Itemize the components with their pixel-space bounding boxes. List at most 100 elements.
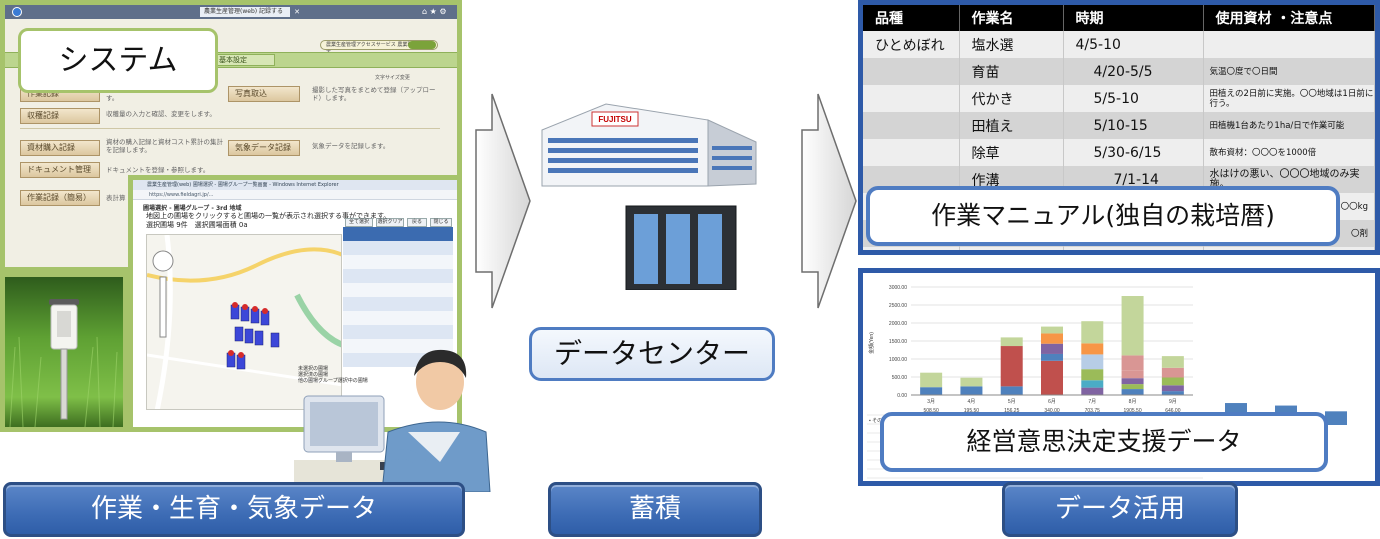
arrow-right: [801, 93, 857, 309]
cell-variety: [863, 85, 960, 112]
chart-bar-segment: [920, 387, 943, 395]
chart-x-tick: 5月: [1008, 399, 1016, 405]
cell-task: 除草: [959, 139, 1064, 166]
browser-tab: 農業生産管理(web) 記録する: [200, 7, 290, 17]
window-row: [548, 138, 698, 143]
field-marker: [252, 306, 258, 312]
map-info-text: 地図上の圃場をクリックすると圃場の一覧が表示され選択する事ができます。: [146, 212, 391, 220]
cell-variety: [863, 58, 960, 85]
map-close-button: 閉じる: [430, 218, 452, 227]
fujitsu-sign-box: [591, 111, 639, 127]
chart-bar-segment: [1041, 333, 1063, 344]
map-select-all-button: 全て選択: [345, 218, 373, 227]
chart-bar-segment: [1041, 353, 1063, 361]
chart-total-label: 156.25: [1004, 408, 1020, 414]
cell-task: 育苗: [959, 58, 1064, 85]
chart-y-label: 金額(Yen): [868, 332, 875, 354]
operator-hair: [414, 349, 467, 378]
chart-x-tick: 7月: [1088, 399, 1096, 405]
field-marker: [262, 308, 268, 314]
green-menu-tag: 基本設定: [215, 54, 275, 66]
map-legend: 未選択の圃場 選択済の圃場 他の圃場グループ選択中の圃場: [298, 366, 398, 396]
chart-bar-segment: [960, 386, 983, 395]
cell-note: 散布資材：〇〇〇を1000倍: [1203, 139, 1375, 166]
map-zoom-slider: [159, 276, 167, 338]
chart-bar-segment: [1081, 354, 1104, 370]
map-button-row: 全て選択 選択クリア 戻る 閉じる: [345, 218, 453, 228]
cell-note: 000: [1203, 247, 1375, 250]
chart-total-label: 646.00: [1165, 408, 1181, 414]
operator-graphic: [294, 349, 491, 493]
cell-period: 5/30-6/15: [1063, 139, 1204, 166]
chart-bar-segment: [1041, 343, 1063, 354]
table-row: 除草 5/30-6/15 散布資材：〇〇〇を1000倍: [863, 139, 1375, 166]
field-table-row: [343, 283, 453, 297]
table-row: 代かき 5/5-10 田植えの2日前に実施。〇〇地域は1日前に行う。: [863, 85, 1375, 112]
chart-x-tick: 4月: [968, 399, 976, 405]
data-center-graphic: FUJITSU: [541, 103, 757, 291]
chart-bar-segment: [1161, 367, 1184, 378]
sys-desc-material-record: 資材の購入記録と資材コスト累計の集計を記録します。: [106, 138, 223, 154]
weather-sensor-graphic: [5, 277, 123, 427]
window-row: [712, 156, 752, 160]
data-center-illustration: FUJITSU: [536, 90, 774, 291]
field-table-row: [343, 311, 453, 325]
chart-bar-segment: [960, 377, 983, 387]
cell-period: 4/5-10: [1063, 31, 1204, 58]
window-icons: ⌂ ★ ⚙: [422, 7, 447, 16]
chart-x-tick: 8月: [1129, 399, 1137, 405]
building-windows: [548, 138, 752, 173]
building-side: [707, 119, 757, 187]
header-period: 時期: [1063, 5, 1204, 31]
legend-selected: 選択済の圃場: [298, 372, 329, 378]
field-marker: [228, 350, 234, 356]
weather-sensor-photo: [0, 272, 128, 432]
field-table-header: [343, 227, 453, 241]
cell-period: 5/10-15: [1063, 112, 1204, 139]
cell-variety: [863, 247, 960, 250]
cell-task: 田植え: [959, 112, 1064, 139]
legend-other-group: 他の圃場グループ選択中の圃場: [298, 378, 368, 384]
field-plot: [254, 330, 264, 346]
chart-legend-entry: ▪ その他: [869, 417, 887, 424]
pill-button: [408, 41, 436, 49]
server-panel: [634, 214, 658, 284]
chart-bar-segment: [1161, 385, 1184, 392]
operator-arm: [388, 449, 426, 468]
font-size-link: 文字サイズ変更: [375, 75, 410, 81]
work-table: 品種 作業名 時期 使用資材 ・注意点 ひとめぼれ 塩水選 4/5-10 育苗 …: [863, 5, 1375, 250]
chart-bar-segment: [1121, 389, 1144, 395]
field-marker: [232, 302, 238, 308]
work-table-header: 品種 作業名 時期 使用資材 ・注意点: [863, 5, 1375, 31]
chart-y-tick: 2000.00: [889, 321, 907, 327]
chart-bar-segment: [1081, 387, 1104, 395]
chart-bar-segment: [1000, 386, 1023, 395]
chart-y-tick: 2500.00: [889, 303, 907, 309]
cell-note: 田植えの2日前に実施。〇〇地域は1日前に行う。: [1203, 85, 1375, 112]
chart-bar-segment: [1121, 296, 1144, 356]
chart-y-tick: 500.00: [892, 375, 908, 381]
chart-bar-segment: [1121, 370, 1144, 379]
chart-total-label: 1905.50: [1124, 408, 1142, 414]
chart-y-tick: 0.00: [897, 393, 907, 399]
operator-illustration: [290, 332, 495, 493]
cell-variety: ひとめぼれ: [863, 31, 960, 58]
operator-collar: [408, 432, 460, 462]
chart-bar-segment: [1161, 377, 1184, 386]
server-panels: [634, 214, 722, 284]
header-variety: 品種: [863, 5, 960, 31]
sensor-window: [57, 311, 71, 337]
sys-desc-work-simple: 表計算: [106, 194, 126, 202]
sys-button-material-record: 資材購入記録: [20, 140, 100, 156]
chart-y-tick: 1500.00: [889, 339, 907, 345]
legend-unselected: 未選択の圃場: [298, 366, 329, 372]
field-table-row: [343, 269, 453, 283]
sys-button-document: ドキュメント管理: [20, 162, 100, 178]
map-window-title: 農業生産管理(web) 圃場選択 - 圃場グループ一覧画面 - Windows …: [133, 180, 457, 190]
monitor-stand: [336, 452, 352, 462]
chart-bar-segment: [1081, 321, 1104, 344]
table-row: 000: [863, 247, 1375, 250]
cell-period: 5/5-10: [1063, 85, 1204, 112]
chart-bar-segment: [1041, 326, 1063, 334]
chart-bar-segment: [920, 372, 943, 388]
